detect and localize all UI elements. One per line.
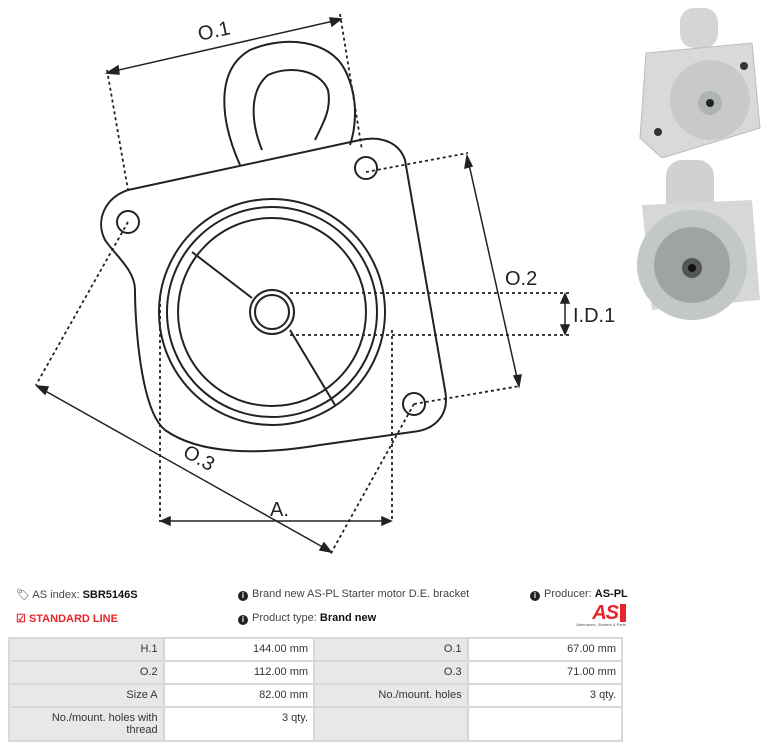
label-o3: O.3 (179, 441, 218, 476)
checkbox-icon: ☑ (16, 613, 26, 625)
label-id1: I.D.1 (573, 305, 615, 327)
spec-value: 71.00 mm (466, 660, 624, 685)
spec-label: No./mount. holes (313, 683, 469, 708)
spec-value: 67.00 mm (466, 637, 624, 662)
hub-outer (249, 289, 295, 335)
spec-label: Size A (8, 683, 165, 708)
inner-ring (166, 206, 378, 418)
bore-circle (177, 217, 367, 407)
spec-label: H.1 (8, 637, 165, 662)
bracket-outline (100, 137, 447, 453)
spec-label (313, 706, 469, 742)
as-index: 🏷 AS index: SBR5146S (16, 589, 138, 601)
product-photo-rear (632, 160, 764, 325)
spec-value: 112.00 mm (162, 660, 316, 685)
spec-value: 82.00 mm (162, 683, 316, 708)
info-icon: i (238, 591, 248, 601)
mount-hole (354, 156, 378, 180)
cutout-edge (191, 251, 336, 406)
outer-ring (158, 198, 386, 426)
as-pl-logo: AS Alternators, Starters & Parts (566, 603, 626, 627)
label-a: A. (270, 499, 289, 521)
spec-value: 144.00 mm (162, 637, 316, 662)
standard-line-badge: ☑ STANDARD LINE (16, 613, 118, 625)
spec-value (466, 706, 624, 742)
spec-label: O.3 (313, 660, 469, 685)
info-icon: i (530, 591, 540, 601)
label-o2: O.2 (505, 268, 537, 290)
mount-hole (402, 392, 426, 416)
hub-inner (254, 294, 290, 330)
product-photo-front (632, 8, 764, 158)
spec-value: 3 qty. (466, 683, 624, 708)
mount-hole (116, 210, 140, 234)
spec-label: O.1 (313, 637, 469, 662)
label-o1: O.1 (196, 17, 232, 45)
info-icon: i (238, 615, 248, 625)
spec-value: 3 qty. (162, 706, 316, 742)
tag-icon: 🏷 (16, 589, 30, 601)
dimension-diagram: O.1 O.2 O.3 I.D.1 A. (35, 13, 615, 556)
top-lug-inner (252, 69, 330, 151)
spec-label: No./mount. holes with thread (8, 706, 165, 742)
spec-label: O.2 (8, 660, 165, 685)
top-lug (223, 40, 356, 166)
